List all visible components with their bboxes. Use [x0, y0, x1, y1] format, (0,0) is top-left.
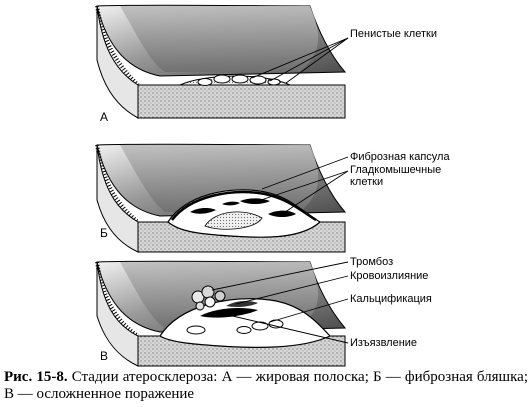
label-hemorrhage: Кровоизлияние [350, 270, 428, 282]
caption-text: Стадии атеросклероза: А — жировая полоск… [4, 369, 528, 402]
label-fibrous-cap: Фиброзная капсула [350, 151, 450, 163]
panel-b: Фиброзная капсула Гладкомышечные клетки … [95, 143, 450, 253]
figure-caption: Рис. 15-8. Стадии атеросклероза: А — жир… [4, 369, 528, 403]
calcification [251, 321, 269, 331]
calcification [268, 319, 284, 329]
label-thrombosis: Тромбоз [350, 256, 393, 268]
atherosclerosis-stages-diagram: Пенистые клетки А Фиброзная капсула Глад… [95, 4, 450, 367]
figure-number: Рис. 15-8. [4, 369, 68, 385]
calcification [236, 326, 252, 334]
panel-c: Тромбоз Кровоизлияние Кальцификация Изъя… [95, 256, 432, 367]
label-ulceration: Изъязвление [350, 337, 417, 349]
label-smooth-muscle-1: Гладкомышечные [350, 164, 441, 176]
thrombus [191, 285, 226, 311]
foam-cell [197, 78, 213, 86]
label-smooth-muscle-2: клетки [350, 176, 383, 188]
foam-cell [267, 78, 281, 86]
panel-letter-c: В [100, 349, 108, 363]
smooth-muscle-cell [222, 201, 240, 206]
smooth-muscle-cell [268, 210, 296, 217]
calcification [186, 325, 206, 335]
foam-cell [249, 75, 267, 85]
label-calcification: Кальцификация [350, 293, 432, 305]
smooth-muscle-cell [190, 207, 216, 214]
panel-letter-b: Б [100, 226, 108, 240]
panel-a: Пенистые клетки А [95, 4, 437, 124]
foam-cell [213, 74, 231, 84]
panel-letter-a: А [100, 110, 108, 124]
label-foam-cells: Пенистые клетки [350, 28, 437, 40]
complicated-plaque [159, 298, 332, 349]
foam-cell [231, 74, 249, 84]
